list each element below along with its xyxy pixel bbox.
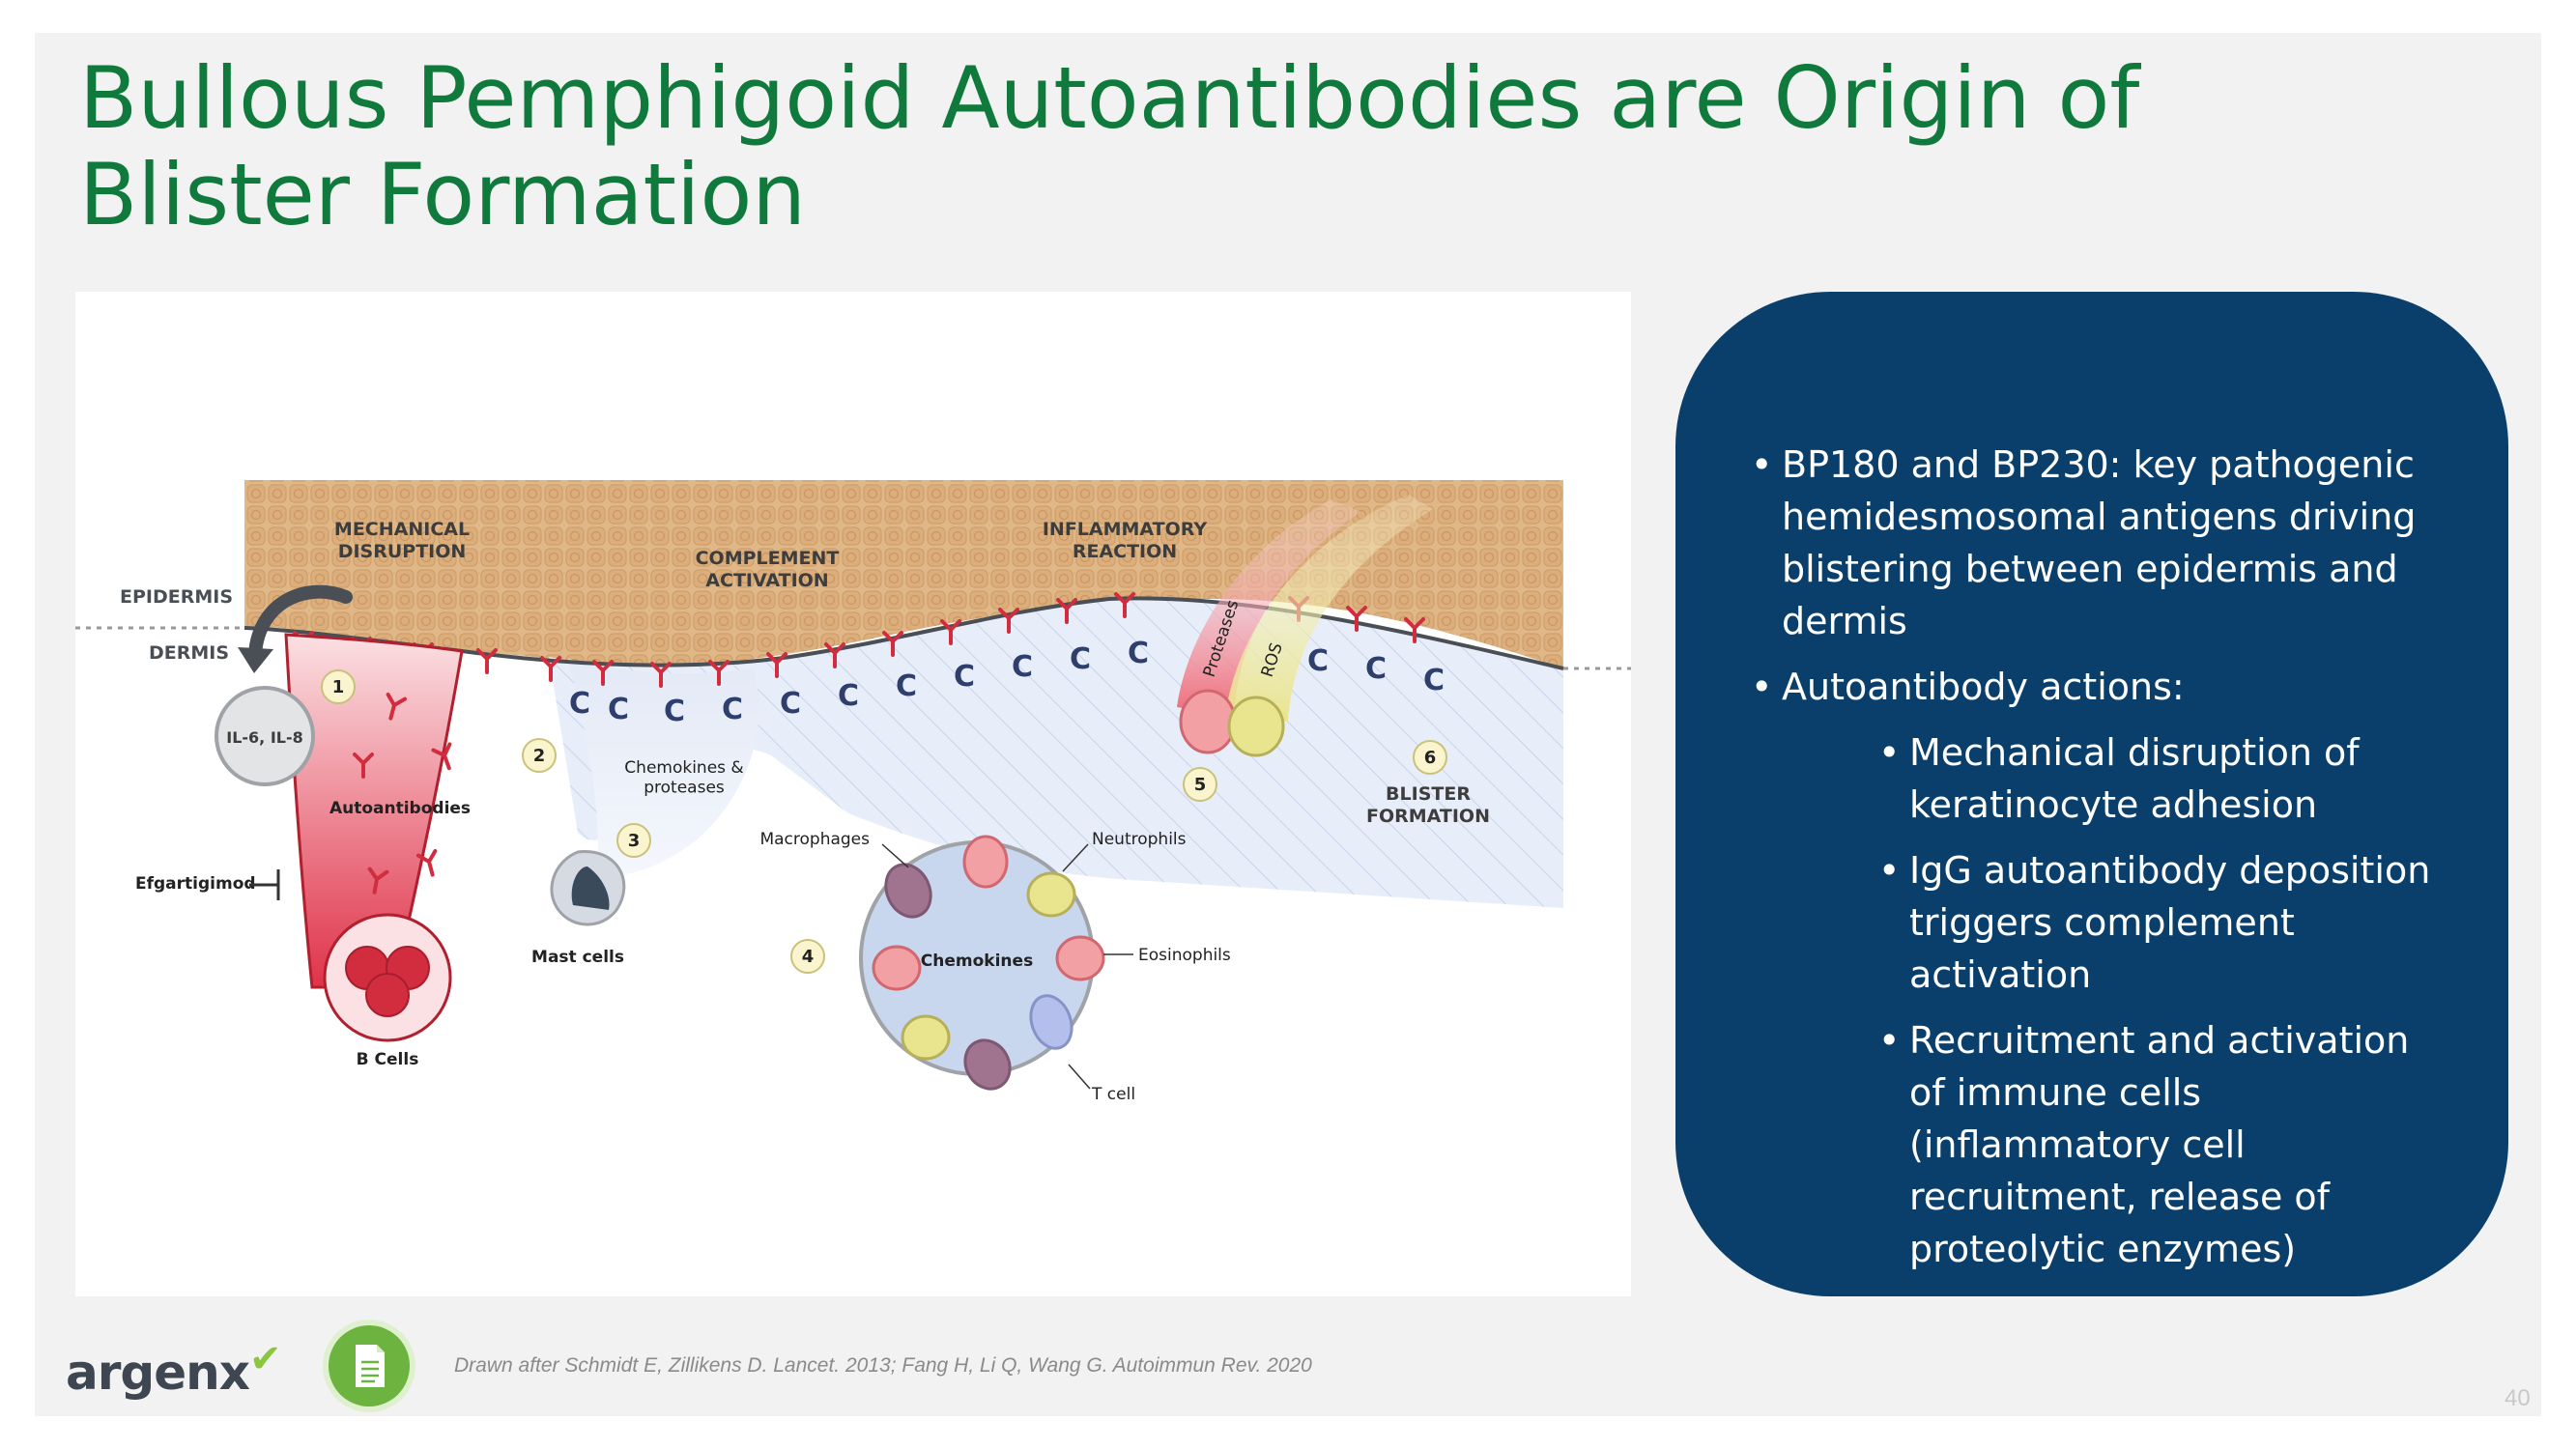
epidermis-layer bbox=[244, 480, 1563, 668]
svg-text:6: 6 bbox=[1424, 748, 1437, 768]
epidermis-label: EPIDERMIS bbox=[120, 586, 233, 608]
svg-text:C: C bbox=[1070, 642, 1091, 676]
svg-text:4: 4 bbox=[802, 947, 815, 967]
bullet-antigens: BP180 and BP230: key pathogenic hemidesm… bbox=[1751, 439, 2450, 647]
feedback-arrowhead bbox=[238, 647, 273, 673]
cytokine-label: IL-6, IL-8 bbox=[226, 728, 303, 747]
b-cells bbox=[345, 946, 430, 1017]
protease-cell bbox=[1179, 689, 1237, 754]
sub-bullet-mechanical: Mechanical disruption of keratinocyte ad… bbox=[1878, 726, 2450, 831]
bullet-actions-text: Autoantibody actions: bbox=[1782, 666, 2185, 708]
svg-text:5: 5 bbox=[1194, 775, 1207, 795]
svg-text:C: C bbox=[1365, 652, 1387, 686]
cytokine-circle bbox=[215, 686, 315, 786]
bullet-autoantibody-actions: Autoantibody actions: Mechanical disrupt… bbox=[1751, 661, 2450, 1275]
svg-text:C: C bbox=[896, 669, 917, 703]
argenx-logo: argenx✔ bbox=[66, 1337, 281, 1401]
svg-text:C: C bbox=[664, 695, 685, 728]
pathogenesis-diagram: C C C C C C C C C C C C C C bbox=[75, 292, 1631, 1296]
sub-bullet-complement: IgG autoantibody deposition triggers com… bbox=[1878, 844, 2450, 1001]
dermis-blister-area bbox=[549, 598, 1563, 908]
svg-text:C: C bbox=[608, 693, 629, 726]
autoantibody-funnel bbox=[284, 633, 464, 989]
callout-lines bbox=[881, 843, 1133, 1090]
chemokines-label: Chemokines bbox=[921, 952, 1033, 971]
citation: Drawn after Schmidt E, Zillikens D. Lanc… bbox=[454, 1354, 1312, 1377]
svg-text:C: C bbox=[838, 679, 859, 713]
key-points-panel: BP180 and BP230: key pathogenic hemidesm… bbox=[1675, 292, 2508, 1296]
neutrophils-label: Neutrophils bbox=[1092, 830, 1187, 849]
svg-text:3: 3 bbox=[628, 831, 641, 851]
svg-text:C: C bbox=[722, 693, 743, 726]
macrophages-label: Macrophages bbox=[759, 830, 870, 849]
mast-cell-nucleus bbox=[571, 867, 610, 910]
svg-text:C: C bbox=[569, 687, 590, 721]
bullet-antigens-text: BP180 and BP230: key pathogenic hemidesm… bbox=[1782, 443, 2417, 642]
feedback-arrow bbox=[248, 584, 353, 661]
dermis-label: DERMIS bbox=[149, 642, 229, 664]
logo-text: argenx bbox=[66, 1345, 250, 1401]
b-cells-label: B Cells bbox=[357, 1050, 419, 1069]
eosinophils-label: Eosinophils bbox=[1138, 946, 1231, 965]
svg-text:2: 2 bbox=[533, 746, 546, 766]
efgartigimod-label: Efgartigimod bbox=[135, 874, 256, 894]
step-badges: 1 2 3 4 5 6 bbox=[321, 669, 1447, 974]
bullet-list: BP180 and BP230: key pathogenic hemidesm… bbox=[1751, 439, 2450, 1275]
ros-cell bbox=[1227, 696, 1285, 757]
immune-cells bbox=[872, 835, 1105, 1091]
chemokines-proteases-label: Chemokines &proteases bbox=[624, 758, 743, 797]
complement-symbols: C C C C C C C C C C C C C C bbox=[569, 637, 1445, 728]
page-number: 40 bbox=[2504, 1385, 2531, 1411]
chemokine-plume bbox=[568, 659, 759, 875]
svg-text:C: C bbox=[1307, 644, 1329, 678]
autoantibodies-label: Autoantibodies bbox=[329, 799, 471, 818]
sub-bullet-list: Mechanical disruption of keratinocyte ad… bbox=[1878, 726, 2450, 1275]
proteases-plume bbox=[1177, 499, 1360, 717]
svg-text:1: 1 bbox=[332, 677, 345, 697]
svg-text:C: C bbox=[954, 660, 975, 694]
t-cell-label: T cell bbox=[1091, 1085, 1135, 1104]
mast-cells-label: Mast cells bbox=[531, 948, 624, 967]
svg-text:C: C bbox=[1012, 650, 1033, 684]
ros-plume bbox=[1225, 495, 1433, 722]
sub-bullet-recruitment: Recruitment and activation of immune cel… bbox=[1878, 1014, 2450, 1275]
logo-mark-icon: ✔ bbox=[248, 1337, 282, 1381]
slide-title: Bullous Pemphigoid Autoantibodies are Or… bbox=[79, 48, 2140, 244]
document-icon[interactable] bbox=[321, 1318, 417, 1414]
svg-text:C: C bbox=[1128, 637, 1149, 670]
svg-text:C: C bbox=[780, 687, 801, 721]
svg-text:C: C bbox=[1423, 664, 1445, 697]
diagram-svg: C C C C C C C C C C C C C C bbox=[75, 480, 1631, 1104]
slide: Bullous Pemphigoid Autoantibodies are Or… bbox=[35, 33, 2541, 1416]
